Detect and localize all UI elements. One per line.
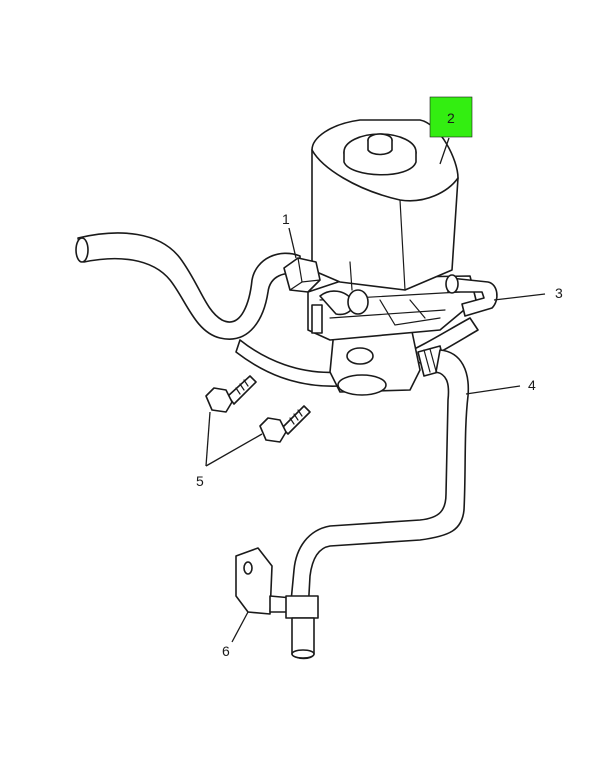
leader-lines	[205, 137, 546, 643]
callout-6[interactable]: 6	[222, 643, 230, 659]
bolt-lower	[259, 405, 311, 443]
hex-nut-fitting	[283, 257, 369, 316]
reservoir	[311, 119, 459, 291]
callout-2[interactable]: 2	[447, 110, 455, 126]
callout-1[interactable]: 1	[282, 211, 290, 227]
callout-3[interactable]: 3	[555, 285, 563, 301]
right-fitting-tube	[445, 274, 498, 317]
left-tube	[75, 232, 301, 340]
lower-curved-tube	[235, 317, 479, 387]
callout-5[interactable]: 5	[196, 473, 204, 489]
return-hose	[289, 349, 470, 613]
tee-fitting-bracket	[235, 547, 319, 660]
callout-4[interactable]: 4	[528, 377, 536, 393]
bolt-upper	[205, 375, 257, 413]
callout-2-highlight	[429, 96, 473, 138]
